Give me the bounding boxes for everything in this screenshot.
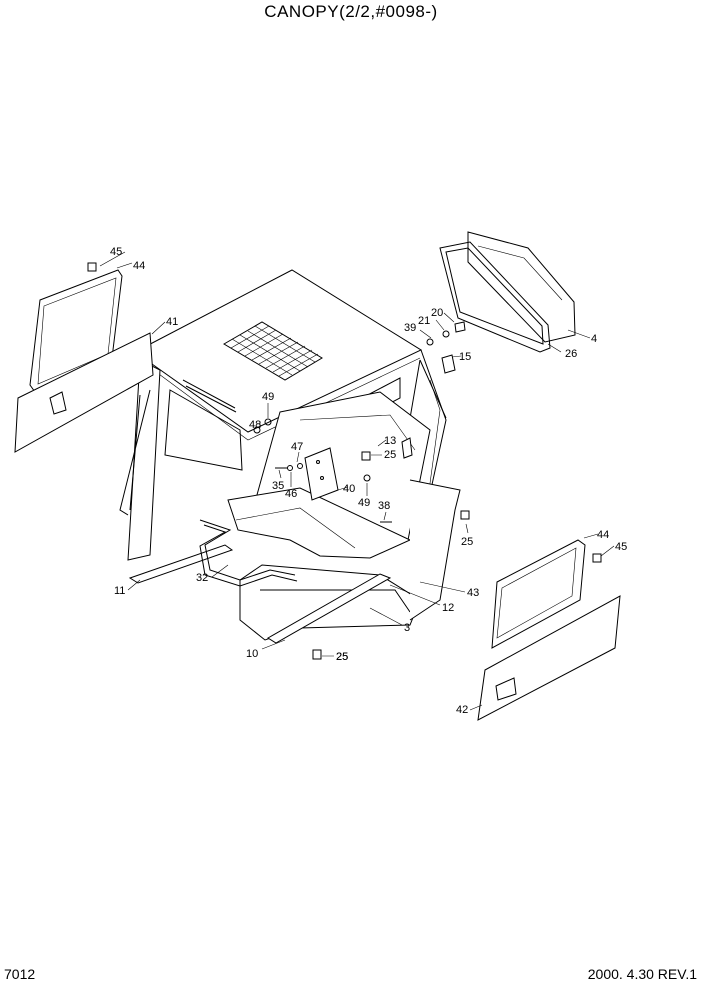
part-label: 11 — [114, 585, 125, 597]
right-side-door — [491, 539, 586, 649]
part-labels: 45 44 41 49 48 47 35 46 40 49 38 25 13 2… — [110, 246, 627, 716]
part-label: 25 — [336, 651, 348, 663]
part-label: 45 — [615, 541, 627, 553]
part-label: 20 — [431, 307, 443, 319]
part-label: 44 — [597, 529, 609, 541]
rear-window — [467, 231, 576, 343]
part-label: 46 — [285, 488, 297, 500]
part-label: 25 — [384, 449, 396, 461]
part-label: 25 — [336, 651, 348, 663]
canopy-body — [119, 269, 470, 660]
part-label: 12 — [442, 602, 454, 614]
part-label: 49 — [262, 391, 274, 403]
part-label: 41 — [166, 316, 178, 328]
right-side-panel — [477, 595, 621, 721]
window-seal — [439, 241, 551, 353]
part-label: 4 — [591, 333, 597, 345]
part-label: 35 — [272, 480, 284, 492]
part-label: 21 — [418, 315, 430, 327]
part-label: 25 — [461, 536, 473, 548]
part-label: 38 — [378, 500, 390, 512]
part-label: 44 — [133, 260, 145, 272]
part-label: 48 — [249, 419, 261, 431]
revision-date: 2000. 4.30 REV.1 — [587, 966, 697, 982]
leader-lines — [99, 251, 615, 711]
part-label: 3 — [404, 622, 410, 634]
part-label: 15 — [459, 351, 471, 363]
part-label: 43 — [467, 587, 479, 599]
part-label: 47 — [291, 441, 303, 453]
part-label: 13 — [384, 435, 396, 447]
part-label: 10 — [246, 648, 258, 660]
part-label: 49 — [358, 497, 370, 509]
part-label: 40 — [343, 483, 355, 495]
page-title: CANOPY(2/2,#0098-) — [264, 2, 438, 21]
page-code: 7012 — [4, 966, 36, 982]
part-label: 42 — [456, 704, 468, 716]
part-label: 26 — [565, 348, 577, 360]
part-label: 39 — [404, 322, 416, 334]
part-label: 45 — [110, 246, 122, 258]
left-side-panel — [14, 332, 154, 453]
part-label: 32 — [196, 572, 208, 584]
roof-mesh-grid — [223, 321, 323, 381]
